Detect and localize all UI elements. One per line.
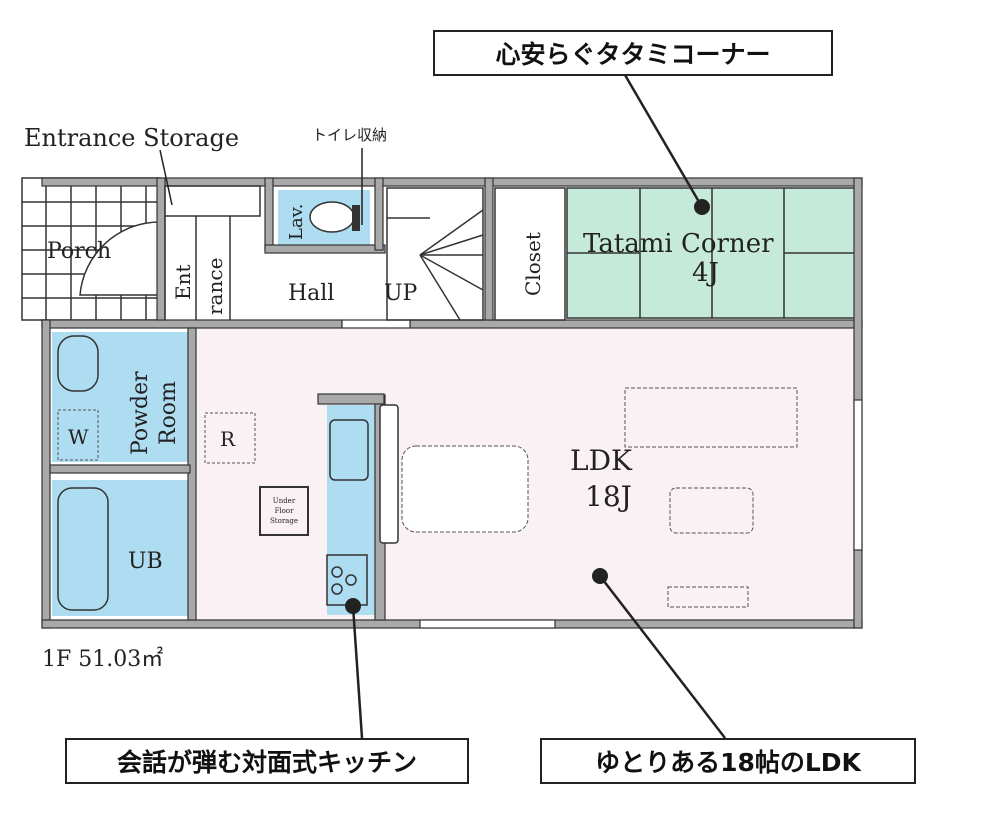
leader-line: [159, 149, 173, 206]
ldk-label: LDK: [570, 444, 633, 477]
fridge-space: [204, 412, 256, 464]
refrigerator-label: R: [220, 427, 236, 451]
sofa: [624, 387, 798, 448]
kitchen-callout: 会話が弾む対面式キッチン: [65, 738, 469, 784]
powder-room-label-2: Room: [156, 381, 181, 445]
ldk-callout: ゆとりある18帖のLDK: [540, 738, 916, 784]
callout-dot: [592, 568, 608, 584]
tatami-corner-label: Tatami Corner: [583, 229, 774, 259]
sink: [57, 335, 99, 392]
coffee-table: [669, 487, 754, 534]
hall-label: Hall: [288, 281, 334, 306]
toilet-tank: [352, 205, 360, 231]
under-floor-storage: [259, 486, 309, 536]
window: [341, 319, 411, 329]
stairs-up-label: UP: [384, 281, 418, 306]
tatami-size-label: 4J: [692, 258, 719, 288]
under-floor-label-3: Storage: [270, 517, 298, 525]
ldk-size-label: 18J: [585, 480, 632, 513]
dining-table: [401, 445, 529, 533]
entrance-storage: [164, 185, 261, 320]
stairs: [386, 187, 484, 321]
lavatory-label: Lav.: [286, 204, 307, 240]
tv-stand: [667, 586, 749, 608]
entrance-label-1: Ent: [171, 264, 195, 300]
tatami-callout: 心安らぐタタミコーナー: [433, 30, 833, 76]
kitchen-bar: [379, 404, 399, 544]
entrance-storage-label: Entrance Storage: [24, 124, 239, 152]
closet: [494, 187, 566, 321]
powder-room-label-1: Powder: [128, 371, 153, 455]
callout-dot: [345, 598, 361, 614]
under-floor-label-2: Floor: [275, 507, 295, 515]
window: [419, 619, 556, 629]
kitchen-sink: [329, 419, 369, 481]
toilet: [309, 201, 355, 233]
callout-dot: [694, 199, 710, 215]
callout-lines: [351, 74, 726, 739]
washer-label: W: [68, 425, 89, 449]
toilet-storage-label: トイレ収納: [312, 126, 387, 144]
under-floor-label-1: Under: [273, 497, 296, 505]
washer-space: [57, 409, 99, 461]
floor-area-label: 1F 51.03㎡: [42, 646, 163, 672]
tatami-mats: [566, 187, 856, 319]
entrance-label-2: rance: [203, 258, 227, 315]
unit-bath-label: UB: [128, 549, 163, 574]
bathtub: [57, 487, 109, 611]
porch-label: Porch: [47, 239, 111, 264]
closet-label: Closet: [521, 232, 545, 296]
window: [853, 399, 863, 551]
